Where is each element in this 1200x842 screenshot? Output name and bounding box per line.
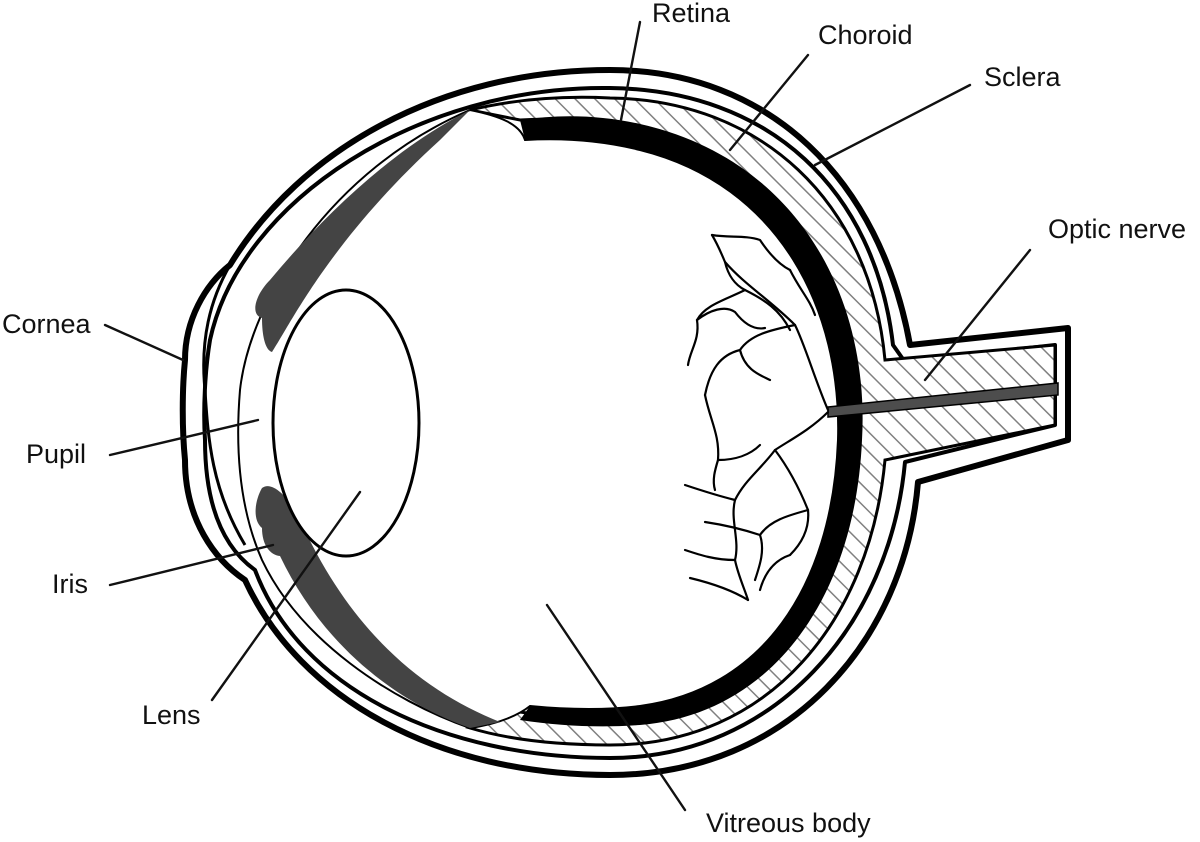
leader-retina: [619, 20, 642, 122]
leader-sclera: [813, 83, 972, 167]
vitreous-cavity: [237, 108, 840, 730]
label-optic-nerve: Optic nerve: [1048, 214, 1186, 244]
leader-iris: [108, 543, 275, 587]
leader-optic-nerve: [923, 248, 1032, 382]
leader-cornea: [103, 323, 185, 362]
leader-lines: [103, 20, 1032, 812]
retinal-vessels: [683, 233, 830, 602]
leader-choroid: [728, 53, 810, 152]
optic-nerve-core: [827, 382, 1059, 418]
iris-lower: [255, 486, 500, 728]
cornea-front: [202, 264, 247, 546]
label-lens: Lens: [142, 700, 201, 730]
iris-upper: [255, 110, 470, 352]
label-cornea: Cornea: [2, 309, 92, 339]
label-pupil: Pupil: [26, 439, 86, 469]
leader-pupil: [108, 418, 260, 457]
label-retina: Retina: [652, 0, 731, 28]
leader-lens: [210, 490, 362, 702]
leader-vitreous-body: [545, 603, 687, 812]
label-choroid: Choroid: [818, 20, 913, 50]
label-vitreous-body: Vitreous body: [706, 808, 871, 838]
label-iris: Iris: [52, 569, 88, 599]
label-sclera: Sclera: [984, 62, 1062, 92]
lens-shape: [271, 288, 421, 558]
